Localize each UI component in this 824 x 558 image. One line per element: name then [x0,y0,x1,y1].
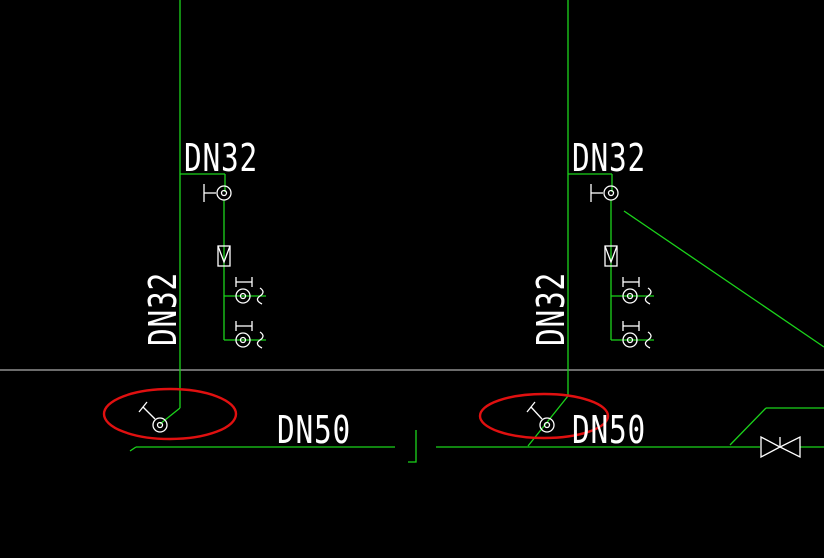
left-pipe-group: DN32 DN32 DN50 [102,0,417,463]
left-riser-elbow [159,407,181,425]
valve-icon[interactable] [526,401,555,433]
valve-icon[interactable] [138,401,168,433]
left-riser-label: DN32 [141,272,185,346]
left-main-label: DN50 [277,408,351,452]
valve-icon[interactable] [622,277,652,305]
valve-icon[interactable] [203,184,232,202]
highlight-circle [102,387,238,441]
valve-icon[interactable] [235,321,264,349]
right-riser-label: DN32 [529,272,573,346]
valve-icon[interactable] [622,321,652,349]
highlight-circle [478,392,610,440]
valve-icon[interactable] [590,184,619,202]
trap-bend [408,430,417,463]
left-main-end [129,446,137,452]
valve-icon[interactable] [235,277,264,305]
right-branch-label: DN32 [572,136,646,180]
right-main-label: DN50 [572,408,646,452]
right-offset-pipe [729,407,767,446]
right-pipe-group: DN32 DN32 DN50 [436,0,824,459]
meter-icon[interactable] [604,245,618,267]
left-branch-label: DN32 [184,136,258,180]
diagonal-pipe [623,210,824,348]
meter-icon[interactable] [217,245,231,267]
gate-valve-icon[interactable] [760,435,801,459]
